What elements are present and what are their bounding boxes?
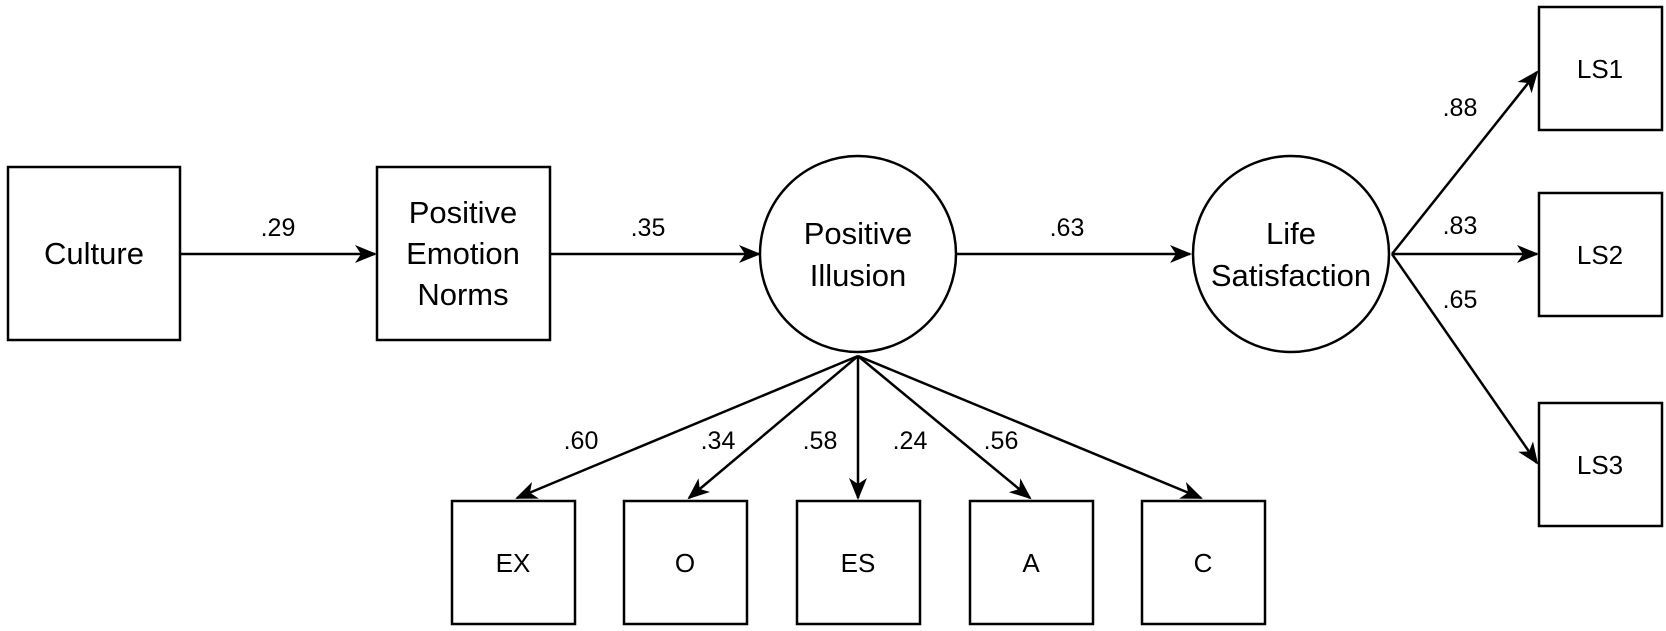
node-es-label: ES <box>841 548 876 578</box>
coef-pen-to-pi: .35 <box>631 214 666 242</box>
node-ls-label-line2: Satisfaction <box>1211 258 1371 293</box>
node-c-label: C <box>1194 548 1213 578</box>
node-ls3-label: LS3 <box>1577 450 1623 480</box>
edge-positive-illusion-to-a <box>857 355 1032 500</box>
node-a: A <box>968 499 1095 626</box>
edge-positive-illusion-to-o <box>687 355 859 500</box>
node-ls-label-line1: Life <box>1266 216 1316 251</box>
node-ls1-label: LS1 <box>1577 54 1623 84</box>
edge-life-satisfaction-to-ls1 <box>1391 70 1539 255</box>
coef-pi-to-a: .24 <box>893 427 928 455</box>
node-pi-label-line1: Positive <box>804 216 913 251</box>
node-culture-label: Culture <box>44 236 144 271</box>
node-o: O <box>622 499 749 626</box>
coef-pi-to-es: .58 <box>803 427 838 455</box>
coef-ls-to-ls2: .83 <box>1443 212 1478 240</box>
node-ls1: LS1 <box>1537 5 1664 132</box>
node-c: C <box>1140 499 1267 626</box>
node-o-label: O <box>675 548 695 578</box>
coef-culture-to-pen: .29 <box>261 214 296 242</box>
edge-positive-illusion-to-c <box>857 354 1203 500</box>
edge-life-satisfaction-to-ls3 <box>1390 253 1539 465</box>
node-pen-label-line3: Norms <box>417 277 508 312</box>
edges <box>180 70 1539 500</box>
node-ex-label: EX <box>496 548 531 578</box>
node-life-satisfaction: Life Satisfaction <box>1191 154 1391 354</box>
coef-ls-to-ls1: .88 <box>1443 94 1478 122</box>
edge-positive-illusion-to-ex <box>515 354 859 500</box>
coef-pi-to-ex: .60 <box>564 427 599 455</box>
node-ls2: LS2 <box>1537 191 1664 318</box>
coef-pi-to-o: .34 <box>701 427 736 455</box>
coef-pi-to-ls: .63 <box>1050 214 1085 242</box>
node-pi-label-line2: Illusion <box>810 258 907 293</box>
node-positive-emotion-norms: Positive Emotion Norms <box>375 165 552 342</box>
coefficient-labels: .29 .35 .63 .88 .83 .65 .60 .34 .58 .24 … <box>261 94 1478 455</box>
node-culture: Culture <box>6 165 182 342</box>
node-pen-label-line2: Emotion <box>406 236 520 271</box>
node-ex: EX <box>450 499 577 626</box>
node-es: ES <box>795 499 922 626</box>
coef-ls-to-ls3: .65 <box>1443 286 1478 314</box>
node-a-label: A <box>1022 548 1040 578</box>
node-ls3: LS3 <box>1537 401 1664 528</box>
coef-pi-to-c: .56 <box>984 427 1019 455</box>
node-pen-label-line1: Positive <box>409 195 518 230</box>
node-positive-illusion: Positive Illusion <box>758 154 958 354</box>
node-ls2-label: LS2 <box>1577 240 1623 270</box>
